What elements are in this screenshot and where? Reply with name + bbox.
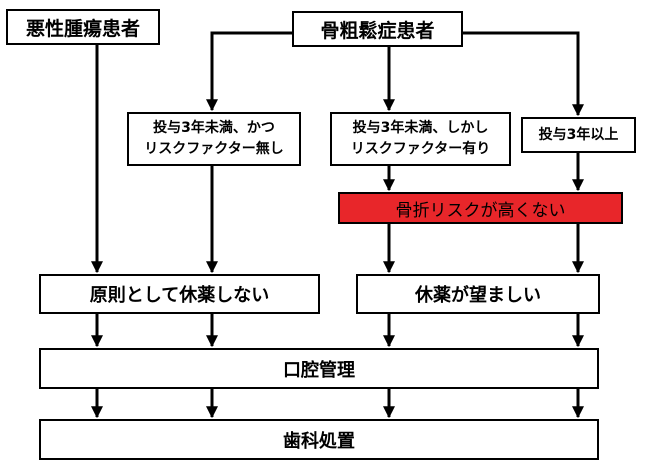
node-label: 原則として休薬しない (89, 285, 270, 306)
osteoporosis-patient-node: 骨粗鬆症患者 (292, 11, 463, 47)
node-label: 悪性腫瘍患者 (25, 17, 140, 40)
drug-holiday-desirable-node: 休薬が望ましい (356, 274, 600, 314)
node-label: 投与3年以上 (538, 126, 619, 143)
branch-line-left (206, 31, 292, 112)
branch-line-right (463, 31, 584, 117)
oral-care-node: 口腔管理 (39, 348, 599, 389)
node-label-line1: 投与3年未満、かつ (153, 120, 275, 136)
node-label: 休薬が望ましい (415, 285, 541, 306)
node-label: 歯科処置 (283, 430, 355, 452)
condition-under-3y-with-risk-node: 投与3年未満、しかし リスクファクター有り (330, 112, 511, 166)
malignant-tumor-patient-node: 悪性腫瘍患者 (6, 9, 160, 45)
node-label: 口腔管理 (283, 359, 355, 381)
node-label-line2: リスクファクター有り (350, 141, 491, 157)
node-label-line1: 投与3年未満、しかし (352, 120, 489, 136)
node-label-line2: リスクファクター無し (144, 141, 284, 157)
dental-treatment-node: 歯科処置 (39, 419, 599, 460)
no-drug-holiday-node: 原則として休薬しない (39, 274, 320, 314)
fracture-risk-not-high-node: 骨折リスクが高くない (338, 192, 623, 224)
node-label: 骨粗鬆症患者 (320, 19, 435, 42)
node-label: 骨折リスクが高くない (395, 200, 566, 221)
condition-3y-or-more-node: 投与3年以上 (521, 117, 636, 153)
condition-under-3y-no-risk-node: 投与3年未満、かつ リスクファクター無し (127, 112, 301, 166)
